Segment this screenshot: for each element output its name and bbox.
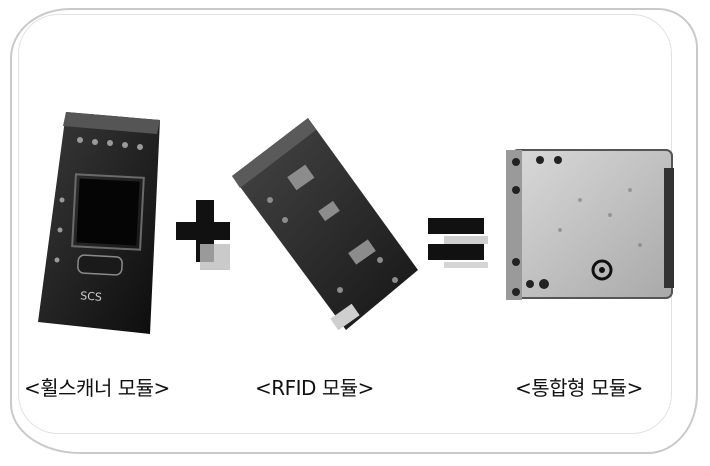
plus-icon — [176, 200, 230, 270]
wheel-scanner-module-image: SCS — [38, 112, 160, 334]
board-marking: SCS — [80, 289, 103, 303]
integrated-module-label: <통합형 모듈> — [515, 372, 643, 401]
integrated-module-image — [506, 150, 674, 300]
equals-icon — [428, 218, 488, 268]
rfid-module-label: <RFID 모듈> — [255, 372, 374, 401]
wheel-scanner-module-label: <휠스캐너 모듈> — [24, 372, 170, 401]
rfid-module-image — [232, 118, 418, 330]
